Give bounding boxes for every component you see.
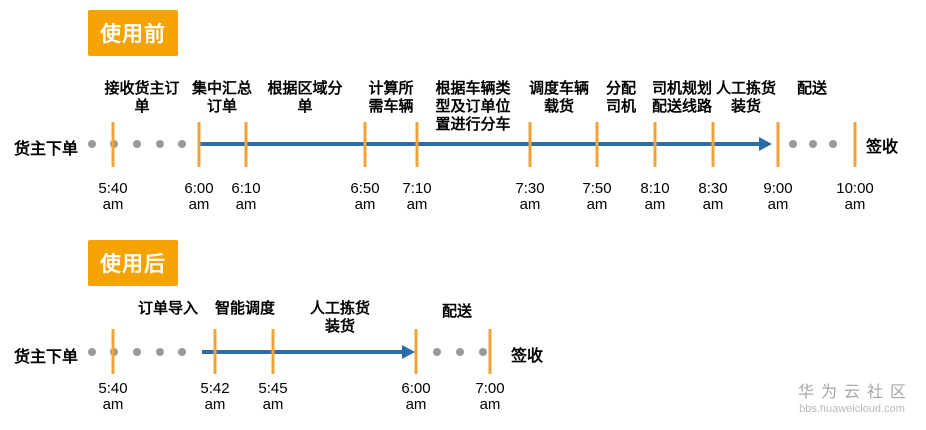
- tick-mark: [711, 122, 715, 167]
- after-badge: 使用后: [88, 240, 178, 286]
- tick-mark: [853, 122, 857, 167]
- phase-label: 计算所 需车辆: [368, 80, 414, 115]
- watermark-title: 华为云社区: [797, 384, 913, 401]
- tick-mark: [244, 122, 248, 167]
- tick-mark: [653, 122, 657, 167]
- after-start-label: 货主下单: [14, 349, 79, 366]
- tick-mark: [488, 329, 492, 374]
- phase-label: 接收货主订 单: [104, 80, 180, 115]
- watermark-url: bbs.huaweicloud.com: [799, 403, 905, 415]
- time-label: 7:10 am: [402, 180, 432, 213]
- phase-label: 调度车辆 载货: [528, 80, 590, 115]
- dot: [156, 140, 164, 148]
- dot: [88, 348, 96, 356]
- before-end-label: 签收: [866, 139, 899, 156]
- phase-label: 司机规划 配送线路: [651, 80, 713, 115]
- time-label: 6:10 am: [231, 180, 261, 213]
- time-label: 5:40 am: [98, 380, 128, 413]
- after-timeline-arrow: [202, 345, 415, 359]
- phase-label: 分配 司机: [605, 80, 637, 115]
- time-label: 5:40 am: [98, 180, 128, 213]
- dot: [479, 348, 487, 356]
- tick-mark: [363, 122, 367, 167]
- before-badge: 使用前: [88, 10, 178, 56]
- time-label: 9:00 am: [763, 180, 793, 213]
- tick-mark: [197, 122, 201, 167]
- before-timeline-arrow: [199, 137, 772, 151]
- watermark: 华为云社区 bbs.huaweicloud.com: [798, 383, 906, 416]
- time-label: 8:30 am: [698, 180, 728, 213]
- dot: [178, 348, 186, 356]
- phase-label: 根据区域分 单: [267, 80, 343, 115]
- dot: [829, 140, 837, 148]
- dot: [178, 140, 186, 148]
- tick-mark: [271, 329, 275, 374]
- phase-label: 配送: [441, 303, 473, 320]
- phase-label: 人工拣货 装货: [715, 80, 777, 115]
- time-label: 10:00 am: [836, 180, 874, 213]
- phase-label: 集中汇总 订单: [191, 80, 253, 115]
- time-label: 6:00 am: [184, 180, 214, 213]
- dot: [433, 348, 441, 356]
- phase-label: 根据车辆类 型及订单位 置进行分车: [435, 80, 511, 133]
- tick-mark: [776, 122, 780, 167]
- tick-mark: [595, 122, 599, 167]
- tick-mark: [111, 329, 115, 374]
- time-label: 7:00 am: [475, 380, 505, 413]
- phase-label: 人工拣货 装货: [309, 300, 371, 335]
- tick-mark: [414, 329, 418, 374]
- time-label: 6:50 am: [350, 180, 380, 213]
- dot: [809, 140, 817, 148]
- phase-label: 配送: [796, 80, 828, 97]
- phase-label: 智能调度: [214, 300, 276, 317]
- time-label: 8:10 am: [640, 180, 670, 213]
- tick-mark: [528, 122, 532, 167]
- dot: [88, 140, 96, 148]
- time-label: 7:50 am: [582, 180, 612, 213]
- time-label: 5:45 am: [258, 380, 288, 413]
- dot: [789, 140, 797, 148]
- tick-mark: [111, 122, 115, 167]
- after-end-label: 签收: [511, 348, 544, 365]
- phase-label: 订单导入: [137, 300, 199, 317]
- dot: [456, 348, 464, 356]
- before-start-label: 货主下单: [14, 141, 79, 158]
- tick-mark: [415, 122, 419, 167]
- time-label: 5:42 am: [200, 380, 230, 413]
- dot: [156, 348, 164, 356]
- time-label: 6:00 am: [401, 380, 431, 413]
- tick-mark: [213, 329, 217, 374]
- dot: [133, 348, 141, 356]
- dot: [133, 140, 141, 148]
- time-label: 7:30 am: [515, 180, 545, 213]
